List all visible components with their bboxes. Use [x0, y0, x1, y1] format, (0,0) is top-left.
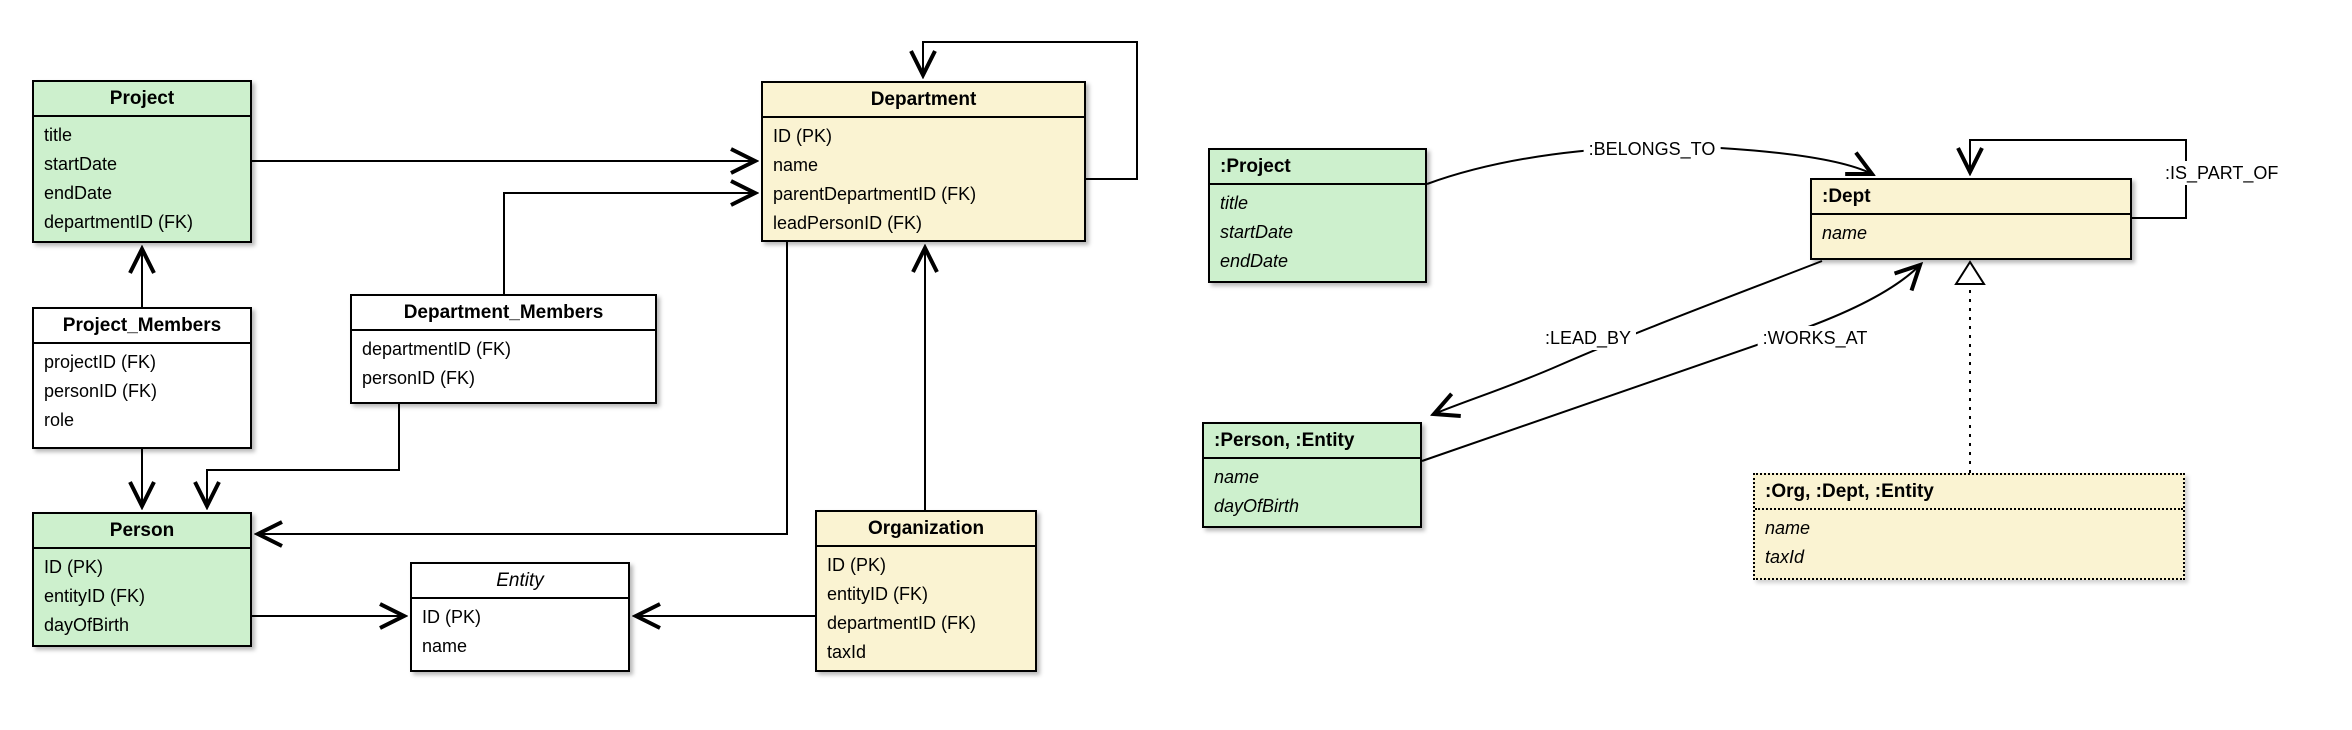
node-title: :Project — [1210, 150, 1425, 185]
table-field: parentDepartmentID (FK) — [773, 184, 977, 204]
node-title: :Person, :Entity — [1204, 424, 1420, 459]
table-fields: ID (PK) name parentDepartmentID (FK) lea… — [763, 118, 1084, 242]
node-properties: name taxId — [1755, 510, 2183, 576]
er-table-project: Project title startDate endDate departme… — [32, 80, 252, 243]
node-property: startDate — [1220, 222, 1294, 242]
node-property: name — [1765, 518, 1811, 538]
er-table-person: Person ID (PK) entityID (FK) dayOfBirth — [32, 512, 252, 647]
table-field: personID (FK) — [362, 368, 476, 388]
edge-deptmembers-to-department — [503, 193, 755, 294]
edge-label-works-at: :WORKS_AT — [1757, 326, 1873, 350]
table-field: projectID (FK) — [44, 352, 157, 372]
table-title: Entity — [412, 564, 628, 599]
node-title: :Dept — [1812, 180, 2130, 215]
table-field: dayOfBirth — [44, 615, 130, 635]
table-fields: ID (PK) name — [412, 599, 628, 665]
generalization-triangle-icon — [1954, 260, 1986, 285]
table-field: departmentID (FK) — [44, 212, 194, 232]
node-property: dayOfBirth — [1214, 496, 1300, 516]
graph-node-org-dept-entity: :Org, :Dept, :Entity name taxId — [1753, 473, 2185, 580]
table-field: name — [773, 155, 819, 175]
table-title: Person — [34, 514, 250, 549]
table-title: Project — [34, 82, 250, 117]
graph-node-project: :Project title startDate endDate — [1208, 148, 1427, 283]
table-field: personID (FK) — [44, 381, 158, 401]
node-properties: name — [1812, 215, 2130, 252]
node-title: :Org, :Dept, :Entity — [1755, 475, 2183, 510]
edge-label-lead-by: :LEAD_BY — [1539, 326, 1637, 350]
node-property: endDate — [1220, 251, 1289, 271]
er-table-department: Department ID (PK) name parentDepartment… — [761, 81, 1086, 242]
table-title: Organization — [817, 512, 1035, 547]
table-field: departmentID (FK) — [827, 613, 977, 633]
table-field: title — [44, 125, 73, 145]
node-property: taxId — [1765, 547, 1805, 567]
er-table-department-members: Department_Members departmentID (FK) per… — [350, 294, 657, 404]
edge-label-is-part-of: :IS_PART_OF — [2160, 161, 2284, 185]
table-field: departmentID (FK) — [362, 339, 512, 359]
table-title: Department — [763, 83, 1084, 118]
table-fields: departmentID (FK) personID (FK) — [352, 331, 655, 397]
table-field: taxId — [827, 642, 867, 662]
table-title: Department_Members — [352, 296, 655, 331]
er-table-entity: Entity ID (PK) name — [410, 562, 630, 672]
table-field: name — [422, 636, 468, 656]
table-fields: ID (PK) entityID (FK) dayOfBirth — [34, 549, 250, 644]
table-field: startDate — [44, 154, 118, 174]
node-properties: title startDate endDate — [1210, 185, 1425, 280]
node-property: name — [1822, 223, 1868, 243]
table-field: entityID (FK) — [827, 584, 929, 604]
table-field: endDate — [44, 183, 113, 203]
table-field: leadPersonID (FK) — [773, 213, 923, 233]
er-table-project-members: Project_Members projectID (FK) personID … — [32, 307, 252, 449]
table-field: ID (PK) — [422, 607, 482, 627]
edge-works-at — [1421, 265, 1920, 462]
table-field: role — [44, 410, 75, 430]
graph-node-dept: :Dept name — [1810, 178, 2132, 260]
table-field: entityID (FK) — [44, 586, 146, 606]
table-fields: title startDate endDate departmentID (FK… — [34, 117, 250, 241]
edge-label-belongs-to: :BELONGS_TO — [1583, 137, 1721, 161]
er-table-organization: Organization ID (PK) entityID (FK) depar… — [815, 510, 1037, 672]
table-title: Project_Members — [34, 309, 250, 344]
table-field: ID (PK) — [44, 557, 104, 577]
table-field: ID (PK) — [827, 555, 887, 575]
table-fields: ID (PK) entityID (FK) departmentID (FK) … — [817, 547, 1035, 671]
node-property: name — [1214, 467, 1260, 487]
table-fields: projectID (FK) personID (FK) role — [34, 344, 250, 439]
node-property: title — [1220, 193, 1249, 213]
graph-node-person-entity: :Person, :Entity name dayOfBirth — [1202, 422, 1422, 528]
table-field: ID (PK) — [773, 126, 833, 146]
node-properties: name dayOfBirth — [1204, 459, 1420, 525]
